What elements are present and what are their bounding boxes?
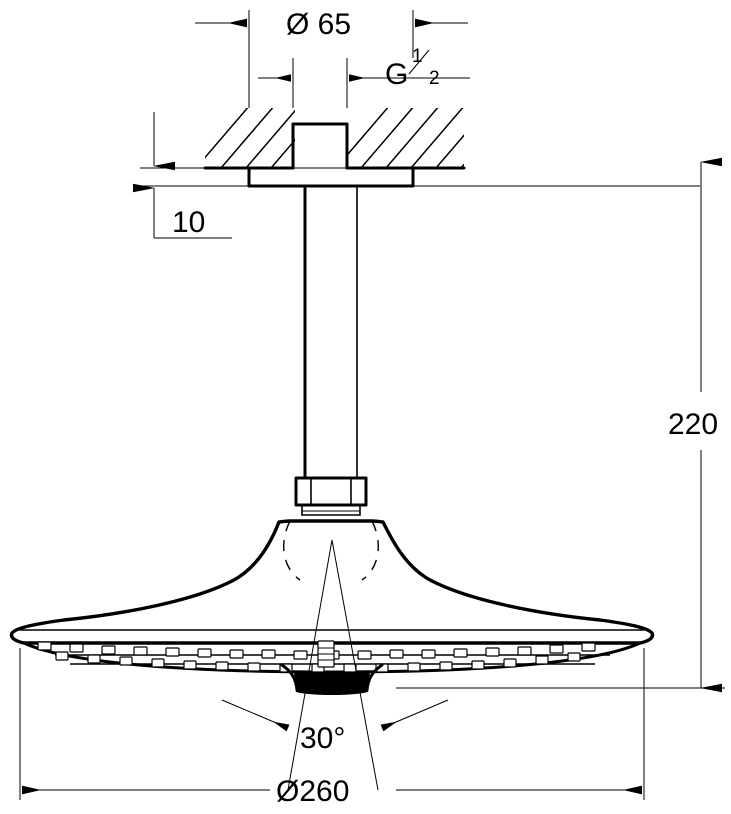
flange-diameter-label: Ø 65 xyxy=(286,8,351,41)
escutcheon-flange xyxy=(140,166,700,188)
nut-collar xyxy=(301,505,361,516)
hatch-left xyxy=(205,108,295,168)
ceiling-section-hatched xyxy=(140,108,466,170)
thread-numerator: 1 xyxy=(412,46,423,67)
center-outlet xyxy=(280,663,384,695)
nut-body xyxy=(294,476,368,507)
flange-height-dimension: 10 xyxy=(133,112,232,239)
thread-label-prefix: G xyxy=(385,58,408,91)
fraction-slash xyxy=(408,49,430,75)
shower-arm-tube xyxy=(303,184,358,480)
spray-angle-label: 30° xyxy=(300,722,345,755)
angle-arrow-right xyxy=(380,699,449,732)
nozzle-ring-outer xyxy=(37,641,596,660)
spray-nozzle-face xyxy=(22,640,642,674)
thread-size-callout: G 1 2 xyxy=(258,46,470,108)
hex-coupling-nut xyxy=(294,476,368,516)
head-diameter-label: Ø260 xyxy=(276,775,349,808)
hatch-right xyxy=(347,108,464,168)
overall-height-dimension: 220 xyxy=(396,157,725,693)
spray-ray-right xyxy=(331,539,379,791)
shower-head-body xyxy=(9,519,655,645)
thread-denominator: 2 xyxy=(429,68,440,89)
overall-height-label: 220 xyxy=(668,408,718,441)
flange-diameter-dimension: Ø 65 xyxy=(195,8,468,108)
spray-angle-dimension: 30° xyxy=(221,539,449,791)
head-dome-profile xyxy=(9,519,655,645)
head-diameter-dimension: Ø260 xyxy=(19,648,645,808)
angle-arrow-left xyxy=(221,699,290,732)
outlet-dark-face xyxy=(294,672,370,695)
escutcheon-body xyxy=(247,166,415,188)
internal-chamber-arc-left xyxy=(283,520,301,581)
center-nozzle-stack xyxy=(317,640,335,668)
recessed-connector xyxy=(291,122,349,170)
flange-height-label: 10 xyxy=(172,206,205,239)
spray-ray-left xyxy=(287,539,333,791)
internal-chamber-arc-right xyxy=(361,520,379,581)
